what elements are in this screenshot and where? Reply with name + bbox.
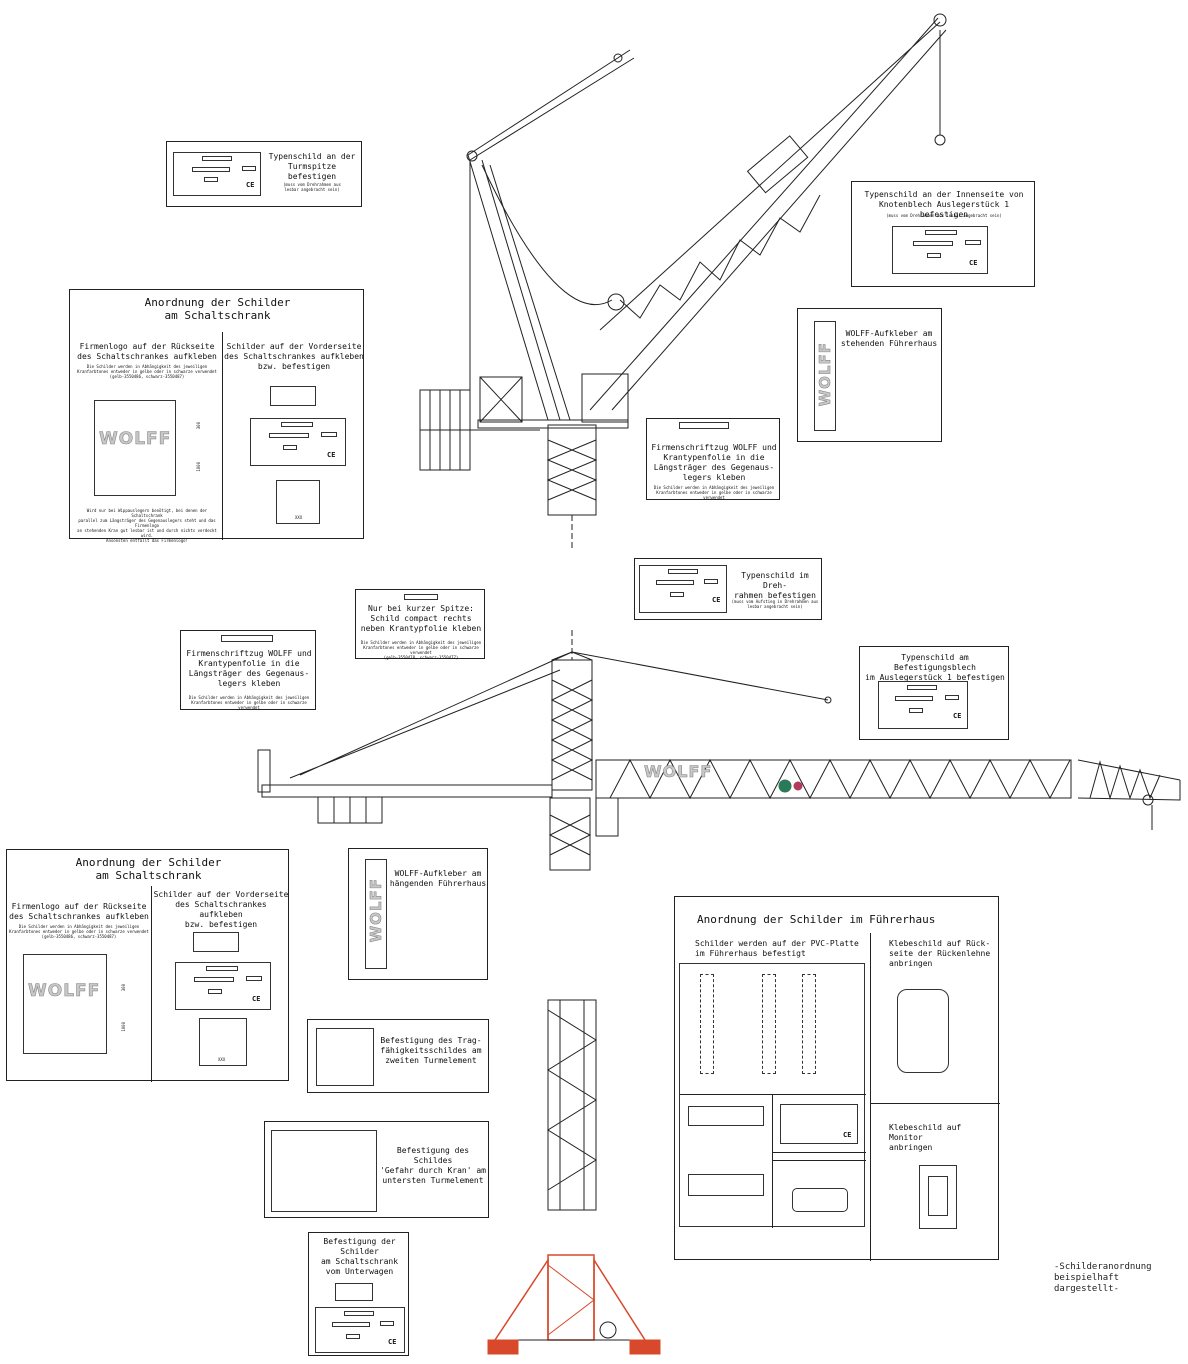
wolff-sticker: WOLFF: [365, 859, 387, 969]
panel-tower-top: CE Typenschild an der Turmspitze befesti…: [166, 141, 362, 207]
panel-jib-plate: Typenschild am Befestigungsblech im Ausl…: [859, 646, 1009, 740]
cab-hanging-label: WOLFF-Aufkleber am hängenden Führerhaus: [389, 869, 487, 888]
danger-sign: [271, 1130, 377, 1212]
wolff-foil: [221, 635, 273, 642]
cabinet-right-label: Schilder auf der Vorderseite des Schalts…: [153, 890, 289, 929]
cab-right-bottom-label: Klebeschild auf Monitor anbringen: [889, 1123, 962, 1152]
panel-cabinet-upper: Anordnung der Schilder am Schaltschrank …: [69, 289, 364, 543]
cabinet-title: Anordnung der Schilder am Schaltschrank: [75, 856, 222, 882]
cab-title: Anordnung der Schilder im Führerhaus: [697, 913, 936, 926]
panel-load-chart: Befestigung des Trag- fähigkeitsschildes…: [307, 1019, 489, 1093]
label-column: [762, 974, 776, 1074]
label-column: [700, 974, 714, 1074]
panel-cab-hanging: WOLFF WOLFF-Aufkleber am hängenden Führe…: [348, 848, 488, 980]
type-plate-icon: CE: [878, 681, 968, 729]
load-chart-icon: [316, 1028, 374, 1086]
label-column: [802, 974, 816, 1074]
cabinet-title: Anordnung der Schilder am Schaltschrank: [144, 296, 291, 322]
panel-counterjib-upper: Firmenschriftzug WOLFF und Krantypenfoli…: [646, 418, 780, 500]
slewing-note: (muss vom Aufstieg in Drehrahmen aus les…: [731, 599, 819, 609]
type-plate-icon: CE: [639, 565, 727, 613]
voltage-icon: XXX: [199, 1018, 247, 1066]
short-tip-label: Nur bei kurzer Spitze: Schild compact re…: [360, 604, 482, 633]
slewing-label: Typenschild im Dreh- rahmen befestigen: [734, 571, 816, 600]
wolff-logo: WOLFF: [99, 429, 172, 450]
tower-top-note: (muss vom Drehrahmen aus lesbar angebrac…: [283, 182, 341, 192]
cabinet-left-note: Die Schilder werden in Abhängigkeit des …: [77, 364, 217, 379]
cabinet-back: WOLFF: [23, 954, 107, 1054]
counterjib-lower-label: Firmenschriftzug WOLFF und Krantypenfoli…: [186, 649, 312, 688]
counterjib-upper-label: Firmenschriftzug WOLFF und Krantypenfoli…: [651, 443, 777, 482]
warning-icon: [270, 386, 316, 406]
jib-node-note: (muss vom Drehrahmen aus lesbar angebrac…: [886, 213, 1002, 218]
undercarriage-label: Befestigung der Schilder am Schaltschran…: [320, 1237, 399, 1276]
wolff-foil: [679, 422, 729, 429]
cab-right-top-label: Klebeschild auf Rück- seite der Rückenle…: [889, 939, 991, 968]
voltage-icon: XXX: [276, 480, 320, 524]
cabinet-right-label: Schilder auf der Vorderseite des Schalts…: [224, 342, 364, 371]
panel-cab: Anordnung der Schilder im Führerhaus Sch…: [674, 896, 1000, 1261]
counterjib-lower-note: Die Schilder werden in Abhängigkeit des …: [188, 695, 310, 710]
panel-slewing: CE Typenschild im Dreh- rahmen befestige…: [634, 558, 822, 620]
cabinet-footer: Wird nur bei Wippauslegern benötigt, bei…: [77, 508, 217, 543]
type-plate-icon: CE: [315, 1307, 405, 1353]
upper-crane: [419, 13, 947, 548]
cabinet-left-label: Firmenlogo auf der Rückseite des Schalts…: [9, 902, 149, 921]
caption: -Schilderanordnung beispielhaft dargeste…: [1054, 1262, 1152, 1294]
table-icon: [688, 1106, 764, 1126]
middle-crane: [257, 630, 1181, 871]
jib-plate-label: Typenschild am Befestigungsblech im Ausl…: [865, 653, 1005, 682]
cab-left-label: Schilder werden auf der PVC-Platte im Fü…: [695, 939, 859, 958]
type-plate-icon: CE: [175, 962, 271, 1010]
tower-top-label: Typenschild an der Turmspitze befestigen: [268, 152, 356, 181]
table-icon: [688, 1174, 764, 1196]
cabinet-back: WOLFF: [94, 400, 176, 496]
jib-node-label: Typenschild an der Innenseite von Knoten…: [864, 190, 1024, 219]
undercarriage: [487, 1254, 661, 1355]
wolff-sticker: WOLFF: [814, 321, 836, 431]
cabinet-left-label: Firmenlogo auf der Rückseite des Schalts…: [77, 342, 217, 361]
panel-short-tip: Nur bei kurzer Spitze: Schild compact re…: [355, 589, 485, 660]
type-plate-icon: CE: [173, 152, 261, 196]
panel-cab-standing: WOLFF WOLFF-Aufkleber am stehenden Führe…: [797, 308, 942, 442]
cabinet-left-note: Die Schilder werden in Abhängigkeit des …: [9, 924, 149, 939]
warning-icon: [193, 932, 239, 952]
load-chart-label: Befestigung des Trag- fähigkeitsschildes…: [380, 1036, 482, 1065]
warning-icon: [335, 1283, 373, 1301]
monitor-icon: [919, 1165, 957, 1229]
panel-danger: Befestigung des Schildes 'Gefahr durch K…: [264, 1121, 489, 1218]
wolff-logo: WOLFF: [28, 981, 101, 1002]
danger-label: Befestigung des Schildes 'Gefahr durch K…: [380, 1146, 486, 1185]
cab-standing-label: WOLFF-Aufkleber am stehenden Führerhaus: [840, 329, 938, 348]
type-plate-icon: CE: [892, 226, 988, 274]
panel-jib-node: Typenschild an der Innenseite von Knoten…: [851, 181, 1035, 287]
seat-icon: [897, 989, 949, 1073]
monitor-label: [792, 1188, 848, 1212]
panel-counterjib-lower: Firmenschriftzug WOLFF und Krantypenfoli…: [180, 630, 316, 710]
panel-undercarriage: Befestigung der Schilder am Schaltschran…: [308, 1232, 409, 1356]
type-plate-icon: CE: [250, 418, 346, 466]
jib-wolff-logo: WOLFF: [644, 762, 713, 782]
type-plate-icon: CE: [780, 1104, 858, 1144]
short-tip-note: Die Schilder werden in Abhängigkeit des …: [360, 640, 482, 660]
panel-cabinet-lower: Anordnung der Schilder am Schaltschrank …: [6, 849, 289, 1082]
pvc-plate: CE: [679, 963, 866, 1228]
compact-sign: [404, 594, 438, 600]
tower-sections: [547, 999, 597, 1211]
counterjib-upper-note: Die Schilder werden in Abhängigkeit des …: [653, 485, 775, 500]
